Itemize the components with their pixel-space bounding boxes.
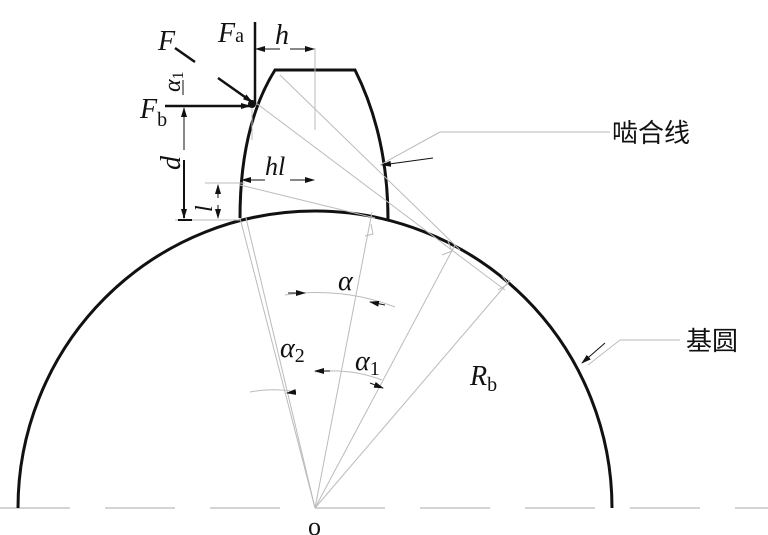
alpha2-arrow [286, 389, 297, 395]
label-hl: hl [265, 152, 285, 181]
label-meshing-line: 啮合线 [612, 119, 690, 149]
label-alpha2: α2 [280, 333, 305, 367]
alpha-arrow-right [369, 300, 386, 307]
construction-lines [175, 48, 680, 509]
meshing-line-pointer [381, 157, 434, 167]
label-alpha: α [338, 266, 354, 297]
label-alpha1-top: α1 [160, 71, 187, 92]
label-d: d [156, 155, 187, 170]
contact-point [248, 100, 256, 108]
label-Fb: Fb [139, 94, 167, 131]
label-Fa: Fa [217, 18, 244, 49]
base-circle [16, 209, 614, 509]
base-circle-pointer [581, 342, 606, 364]
alpha1-arrow-right [369, 381, 384, 389]
label-base-circle: 基圆 [686, 327, 738, 357]
label-h: h [275, 20, 289, 51]
force-F [217, 76, 253, 104]
label-Rb: Rb [469, 361, 497, 396]
label-l: l [192, 205, 218, 212]
label-F: F [157, 26, 176, 57]
label-alpha1: α1 [355, 346, 380, 380]
gear-tooth [238, 68, 390, 221]
label-O: o [308, 512, 321, 535]
